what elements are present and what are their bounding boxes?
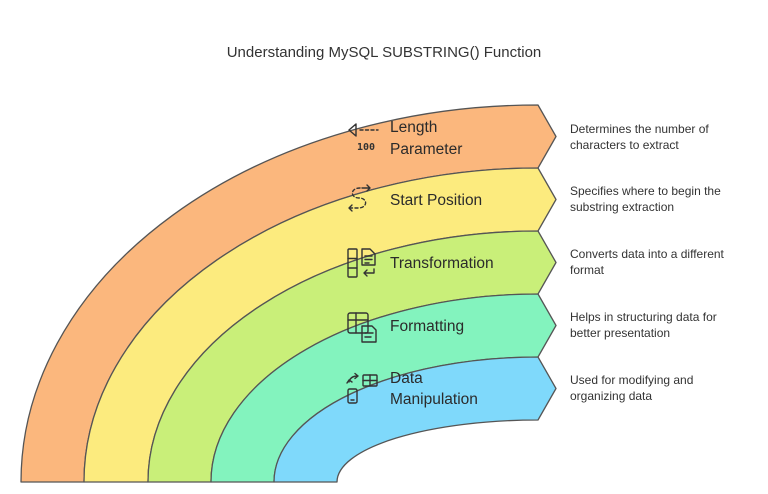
desc-transformation: Converts data into a different format — [570, 247, 727, 277]
length-ruler-icon: 100 — [348, 123, 379, 153]
desc-formatting-line-1: Helps in structuring data for — [570, 310, 717, 324]
desc-formatting-line-2: better presentation — [570, 326, 670, 340]
desc-start-position-line-1: Specifies where to begin the — [570, 184, 721, 198]
desc-data-manipulation-line-1: Used for modifying and — [570, 373, 693, 387]
label-length-parameter-line-1: Length — [390, 119, 437, 136]
label-data-manipulation-line-2: Manipulation — [390, 391, 478, 408]
length-icon-number: 100 — [357, 142, 375, 153]
label-formatting-line-1: Formatting — [390, 318, 464, 335]
desc-start-position: Specifies where to begin the substring e… — [570, 184, 724, 214]
label-start-position: Start Position — [390, 192, 482, 209]
layer-data-manipulation — [273, 356, 557, 483]
label-transformation-line-1: Transformation — [390, 255, 494, 272]
desc-length-parameter: Determines the number of characters to e… — [570, 122, 712, 152]
band-data-manipulation — [273, 356, 557, 483]
label-data-manipulation: Data Manipulation — [390, 370, 478, 408]
data-manipulation-icon — [346, 372, 378, 404]
start-route-icon — [348, 184, 371, 212]
label-transformation: Transformation — [390, 255, 494, 272]
table-format-icon — [347, 312, 377, 343]
desc-data-manipulation-line-2: organizing data — [570, 389, 652, 403]
label-length-parameter-line-2: Parameter — [390, 141, 462, 158]
label-data-manipulation-line-1: Data — [390, 370, 423, 387]
desc-length-parameter-line-1: Determines the number of — [570, 122, 709, 136]
label-formatting: Formatting — [390, 318, 464, 335]
transform-icon — [347, 248, 376, 278]
desc-transformation-line-2: format — [570, 263, 605, 277]
desc-data-manipulation: Used for modifying and organizing data — [570, 373, 697, 403]
desc-length-parameter-line-2: characters to extract — [570, 138, 679, 152]
diagram-title: Understanding MySQL SUBSTRING() Function — [227, 44, 542, 61]
label-start-position-line-1: Start Position — [390, 192, 482, 209]
desc-formatting: Helps in structuring data for better pre… — [570, 310, 720, 340]
desc-transformation-line-1: Converts data into a different — [570, 247, 725, 261]
desc-start-position-line-2: substring extraction — [570, 200, 674, 214]
label-length-parameter: Length Parameter — [390, 119, 462, 158]
